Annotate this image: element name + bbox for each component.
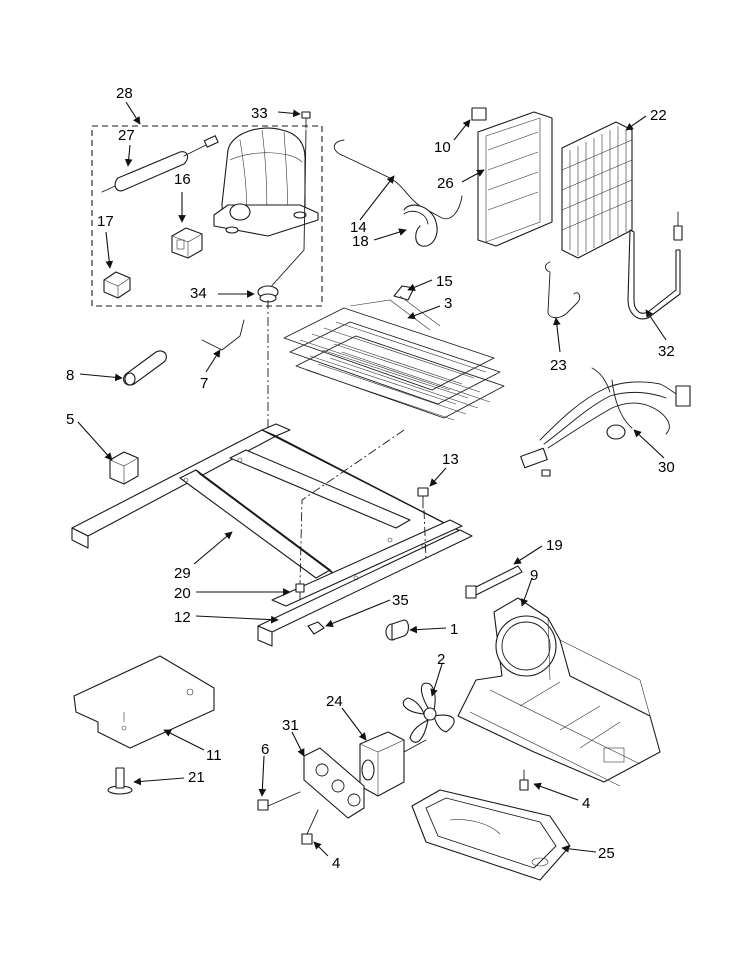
fan-shroud-9 [457, 597, 661, 787]
callout-3: 3 [444, 295, 452, 312]
tube-32 [627, 211, 683, 320]
drier-27 [101, 135, 219, 193]
foot-21 [107, 767, 133, 795]
callout-7: 7 [200, 375, 208, 392]
nut-35 [307, 621, 325, 635]
compressor [213, 127, 319, 237]
bracket-5 [109, 451, 139, 485]
screw-13 [417, 487, 429, 509]
tube-14 [333, 139, 463, 220]
callout-8: 8 [66, 367, 74, 384]
grommet-1 [385, 619, 410, 641]
callout-29: 29 [174, 565, 191, 582]
callout-15: 15 [436, 273, 453, 290]
drain-pan-25 [411, 789, 571, 881]
callout-13: 13 [442, 451, 459, 468]
callout-6: 6 [261, 741, 269, 758]
callout-19: 19 [546, 537, 563, 554]
callout-27: 27 [118, 127, 135, 144]
hanger-23 [545, 261, 581, 319]
guide-line-evaporator [299, 429, 405, 585]
callout-35: 35 [392, 592, 409, 609]
callout-30: 30 [658, 459, 675, 476]
bolt-33 [301, 111, 311, 129]
callout-23: 23 [550, 357, 567, 374]
clamp-18 [403, 204, 438, 247]
callout-34: 34 [190, 285, 207, 302]
grommet-34 [257, 285, 279, 303]
callout-12: 12 [174, 609, 191, 626]
callout-18: 18 [352, 233, 369, 250]
wire-7 [201, 319, 245, 351]
callout-4-right: 4 [582, 795, 590, 812]
callout-26: 26 [437, 175, 454, 192]
callout-22: 22 [650, 107, 667, 124]
evaporator-3 [283, 295, 505, 421]
motor-bracket-31 [303, 747, 365, 819]
screw-4-right [519, 769, 529, 791]
callout-1: 1 [450, 621, 458, 638]
callout-4-lower: 4 [332, 855, 340, 872]
fan-blade-2 [402, 682, 455, 743]
callout-24: 24 [326, 693, 343, 710]
callout-5: 5 [66, 411, 74, 428]
tube-8 [123, 350, 167, 386]
callout-9: 9 [530, 567, 538, 584]
clip-15 [393, 285, 415, 301]
compressor-group-box [91, 125, 323, 307]
callout-14: 14 [350, 219, 367, 236]
callout-labels: 28 27 33 16 17 34 10 26 22 14 18 15 3 23… [66, 85, 675, 872]
callout-20: 20 [174, 585, 191, 602]
overload-17 [103, 271, 131, 299]
callout-28: 28 [116, 85, 133, 102]
cover-11 [73, 655, 215, 749]
wire-harness-30 [520, 367, 691, 477]
base-frame-29 [71, 423, 473, 647]
callout-2: 2 [437, 651, 445, 668]
callout-17: 17 [97, 213, 114, 230]
callout-31: 31 [282, 717, 299, 734]
callout-21: 21 [188, 769, 205, 786]
screw-4-lower [301, 809, 319, 845]
screw-6 [257, 791, 301, 811]
leader-lines [77, 101, 667, 857]
callout-10: 10 [434, 139, 451, 156]
tie-19 [465, 565, 523, 599]
callout-33: 33 [251, 105, 268, 122]
relay-16 [171, 227, 203, 259]
callout-16: 16 [174, 171, 191, 188]
callout-25: 25 [598, 845, 615, 862]
compressor-wire [267, 129, 307, 291]
guide-line-screw [423, 509, 427, 561]
callout-32: 32 [658, 343, 675, 360]
condenser-coil-22 [561, 121, 633, 259]
callout-11: 11 [206, 747, 222, 764]
condenser-frame-26 [471, 107, 553, 247]
